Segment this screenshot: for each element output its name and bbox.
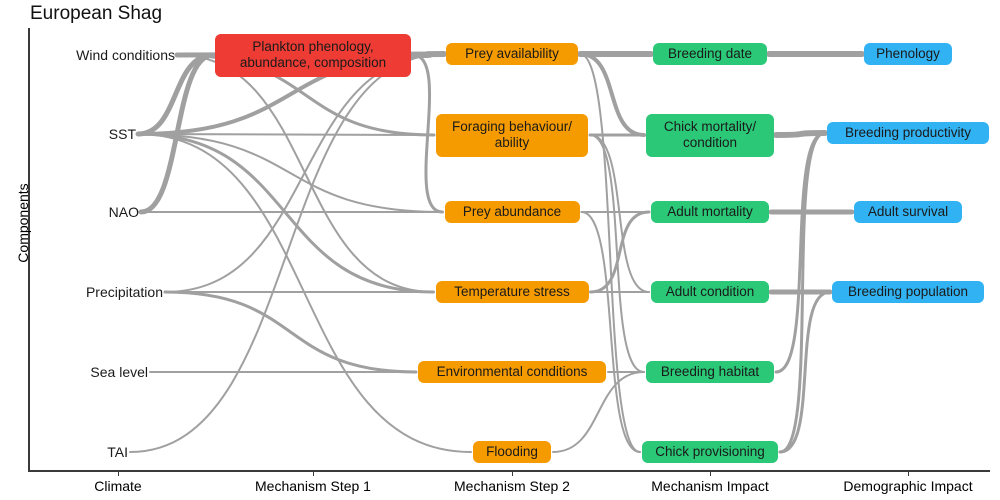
edge-tempstress-to-adultmort [589, 210, 651, 294]
node-foraging[interactable]: Foraging behaviour/ ability [436, 113, 588, 157]
node-tai[interactable]: TAI [107, 444, 128, 460]
node-phenology[interactable]: Phenology [864, 43, 952, 65]
edge-sst-to-preyabund [137, 133, 444, 213]
node-adultcond[interactable]: Adult condition [651, 281, 769, 303]
node-sealevel[interactable]: Sea level [90, 364, 148, 380]
edge-chickmort-to-breedprod [773, 130, 828, 138]
node-breedpop[interactable]: Breeding population [832, 281, 984, 303]
edge-plankton-to-preyavail [410, 51, 447, 58]
y-axis-line [28, 28, 30, 472]
x-tick-label-impact: Mechanism Impact [651, 478, 769, 494]
node-adultmort[interactable]: Adult mortality [651, 201, 769, 223]
edge-precip-to-preyavail [164, 53, 445, 293]
x-tick-label-climate: Climate [94, 478, 142, 494]
edge-plankton-to-preyabund [411, 53, 444, 214]
edge-nao-to-plankton [138, 52, 216, 215]
node-breeddate[interactable]: Breeding date [653, 43, 767, 65]
x-tick-impact [710, 470, 711, 476]
edge-foraging-to-adultcond [589, 134, 650, 293]
node-flooding[interactable]: Flooding [473, 441, 551, 463]
node-adultsurv[interactable]: Adult survival [854, 201, 962, 223]
x-tick-label-step2: Mechanism Step 2 [454, 478, 570, 494]
edge-preyavail-to-chickprov [579, 53, 641, 453]
edge-sst-to-foraging [137, 133, 435, 136]
node-preyavail[interactable]: Prey availability [446, 43, 578, 65]
x-tick-step2 [512, 470, 513, 476]
edge-flooding-to-breedhab [552, 371, 645, 453]
node-chickmort[interactable]: Chick mortality/ condition [646, 113, 774, 157]
node-preyabund[interactable]: Prey abundance [444, 201, 580, 223]
x-tick-climate [118, 470, 119, 476]
node-plankton[interactable]: Plankton phenology, abundance, compositi… [215, 33, 411, 77]
x-tick-step1 [313, 470, 314, 476]
edge-chickprov-to-breedprod [778, 131, 827, 454]
node-envcond[interactable]: Environmental conditions [418, 361, 606, 383]
x-axis-line [28, 470, 990, 472]
edge-preyabund-to-chickprov [580, 211, 641, 453]
edge-precip-to-envcond [163, 290, 418, 374]
node-wind[interactable]: Wind conditions [76, 47, 175, 63]
edge-foraging-to-breedhab [589, 134, 645, 373]
edge-sst-to-plankton [135, 52, 216, 137]
node-breedprod[interactable]: Breeding productivity [827, 122, 989, 144]
node-precip[interactable]: Precipitation [85, 284, 163, 300]
node-tempstress[interactable]: Temperature stress [435, 281, 589, 303]
x-tick-demographic [908, 470, 909, 476]
edge-tai-to-preyavail [129, 53, 445, 453]
edge-preyavail-to-chickmort [578, 52, 646, 137]
edge-chickprov-to-breedpop [778, 290, 832, 454]
node-nao[interactable]: NAO [108, 204, 139, 220]
x-tick-label-demographic: Demographic Impact [843, 478, 973, 494]
node-breedhab[interactable]: Breeding habitat [646, 361, 774, 383]
x-tick-label-step1: Mechanism Step 1 [255, 478, 371, 494]
page-title: European Shag [30, 3, 163, 24]
node-sst[interactable]: SST [108, 126, 136, 142]
node-chickprov[interactable]: Chick provisioning [642, 441, 778, 463]
